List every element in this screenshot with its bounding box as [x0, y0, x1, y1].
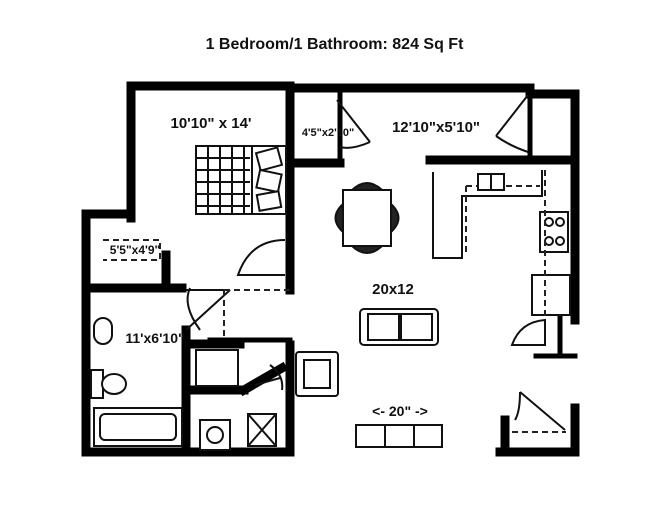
- label-closet-small: 4'5"x2'10": [302, 127, 354, 139]
- label-bathroom: 11'x6'10": [125, 330, 184, 346]
- kitchen-counter: [432, 170, 571, 320]
- walls: [81, 81, 580, 457]
- label-living-area: 20x12: [372, 281, 414, 298]
- closet-rails: [103, 239, 566, 433]
- doors: [185, 94, 566, 431]
- armchair: [295, 351, 339, 397]
- label-walk-in-closet: 5'5"x4'9": [110, 243, 160, 257]
- label-bedroom: 10'10" x 14': [171, 115, 252, 132]
- bathroom-fixtures: [90, 317, 183, 447]
- laundry-fixtures: [195, 349, 277, 451]
- sofa: [359, 308, 439, 346]
- plan-title: 1 Bedroom/1 Bathroom: 824 Sq Ft: [205, 36, 464, 53]
- bed: [195, 145, 287, 215]
- label-living-width: <- 20" ->: [372, 403, 428, 419]
- tv-stand: [355, 424, 443, 448]
- label-closet-long: 12'10"x5'10": [392, 119, 480, 136]
- dining-table: [334, 182, 400, 254]
